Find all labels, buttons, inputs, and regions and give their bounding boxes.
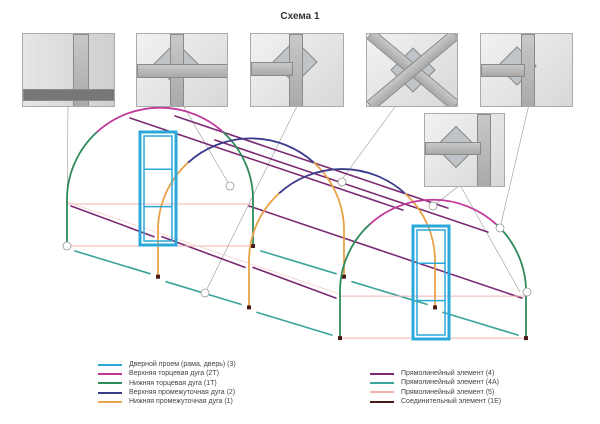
straight-element-4a	[74, 250, 151, 275]
detail-photo-t-joint	[250, 33, 344, 107]
upper-arch	[187, 137, 315, 164]
legend-item: Соединительный элемент (1Е)	[370, 397, 501, 406]
diagram-title: Схема 1	[280, 11, 320, 22]
detail-photo-end-joint	[480, 33, 573, 107]
door-frame	[138, 130, 178, 247]
legend-swatch	[98, 382, 122, 385]
connector-element-1e	[247, 305, 251, 310]
straight-element-4	[252, 266, 337, 299]
lower-arch-right	[313, 162, 345, 277]
joint-marker	[200, 288, 210, 298]
legend-swatch	[98, 391, 122, 394]
legend-item: Нижняя торцевая дуга (1Т)	[98, 379, 236, 388]
straight-element-5	[66, 201, 341, 295]
joint-marker	[522, 287, 532, 297]
upper-arch	[96, 106, 224, 133]
leader-line	[432, 184, 461, 207]
legend-label: Дверной проем (рама, дверь) (3)	[129, 361, 236, 369]
legend-label: Соединительный элемент (1Е)	[401, 398, 502, 406]
legend-item: Прямолинейный элемент (4А)	[370, 378, 501, 387]
lower-arch-right	[404, 192, 436, 308]
straight-element-4	[248, 205, 341, 238]
connector-element-1e	[251, 244, 255, 248]
connector-element-1e	[342, 274, 346, 279]
connector-element-1e	[338, 336, 342, 341]
legend-label: Нижняя торцевая дуга (1Т)	[129, 379, 217, 387]
straight-element-4a	[260, 250, 337, 275]
detail-photo-side-joint	[424, 113, 505, 187]
joint-marker	[225, 181, 235, 191]
straight-element-4	[70, 205, 155, 238]
legend-label: Верхняя промежуточная дуга (2)	[129, 389, 236, 397]
joint-marker	[62, 241, 72, 251]
lower-arch-left	[66, 131, 98, 246]
straight-element-4	[396, 200, 489, 233]
legend-swatch	[370, 391, 394, 394]
joint-marker	[337, 177, 347, 187]
legend-item: Нижняя промежуточная дуга (1)	[98, 397, 236, 406]
lower-arch-left	[157, 162, 189, 277]
leader-line	[499, 99, 531, 229]
lower-arch-left	[248, 192, 280, 308]
legend-label: Нижняя промежуточная дуга (1)	[129, 398, 233, 406]
straight-element-4	[430, 266, 523, 299]
straight-element-4a	[442, 311, 519, 336]
legend-label: Верхняя торцевая дуга (2Т)	[129, 370, 219, 378]
detail-photo-x-joint	[366, 33, 458, 107]
door-frame	[411, 224, 451, 341]
legend-label: Прямолинейный элемент (5)	[401, 388, 495, 396]
legend-item: Прямолинейный элемент (5)	[370, 388, 501, 397]
connector-element-1e	[524, 336, 528, 341]
straight-element-4	[305, 169, 398, 203]
legend-item: Дверной проем (рама, дверь) (3)	[98, 360, 236, 369]
leader-line	[339, 99, 401, 183]
door-leaf	[143, 135, 173, 242]
legend-item: Верхняя промежуточная дуга (2)	[98, 388, 236, 397]
joint-marker	[428, 201, 438, 211]
detail-photo-base-corner	[22, 33, 115, 107]
straight-element-4	[161, 235, 246, 269]
lower-arch-left	[339, 223, 371, 339]
connector-element-1e	[433, 305, 437, 310]
detail-photo-cross-joint	[136, 33, 228, 107]
lower-arch-right	[222, 131, 254, 246]
straight-element-4	[174, 115, 267, 148]
legend-swatch	[98, 372, 122, 375]
upper-arch	[278, 168, 406, 195]
straight-element-4a	[351, 280, 428, 306]
straight-element-4	[311, 178, 404, 211]
connector-element-1e	[156, 274, 160, 279]
legend-label: Прямолинейный элемент (4А)	[401, 379, 499, 387]
legend-item: Верхняя торцевая дуга (2Т)	[98, 369, 236, 378]
joint-marker	[495, 223, 505, 233]
legend-swatch	[370, 381, 394, 384]
legend-right: Прямолинейный элемент (4) Прямолинейный …	[370, 369, 501, 406]
straight-element-4	[220, 147, 313, 181]
lower-arch-right	[495, 223, 527, 339]
straight-element-4	[265, 145, 358, 179]
straight-element-4a	[256, 311, 333, 336]
legend-left: Дверной проем (рама, дверь) (3) Верхняя …	[98, 360, 236, 406]
legend-swatch	[370, 372, 394, 375]
leader-line	[459, 184, 521, 293]
legend-swatch	[98, 400, 122, 403]
legend-item: Прямолинейный элемент (4)	[370, 369, 501, 378]
upper-arch	[369, 198, 497, 225]
legend-swatch	[370, 400, 394, 403]
straight-element-4	[214, 139, 307, 172]
legend-swatch	[98, 363, 122, 366]
door-leaf	[416, 229, 446, 336]
legend-label: Прямолинейный элемент (4)	[401, 370, 495, 378]
